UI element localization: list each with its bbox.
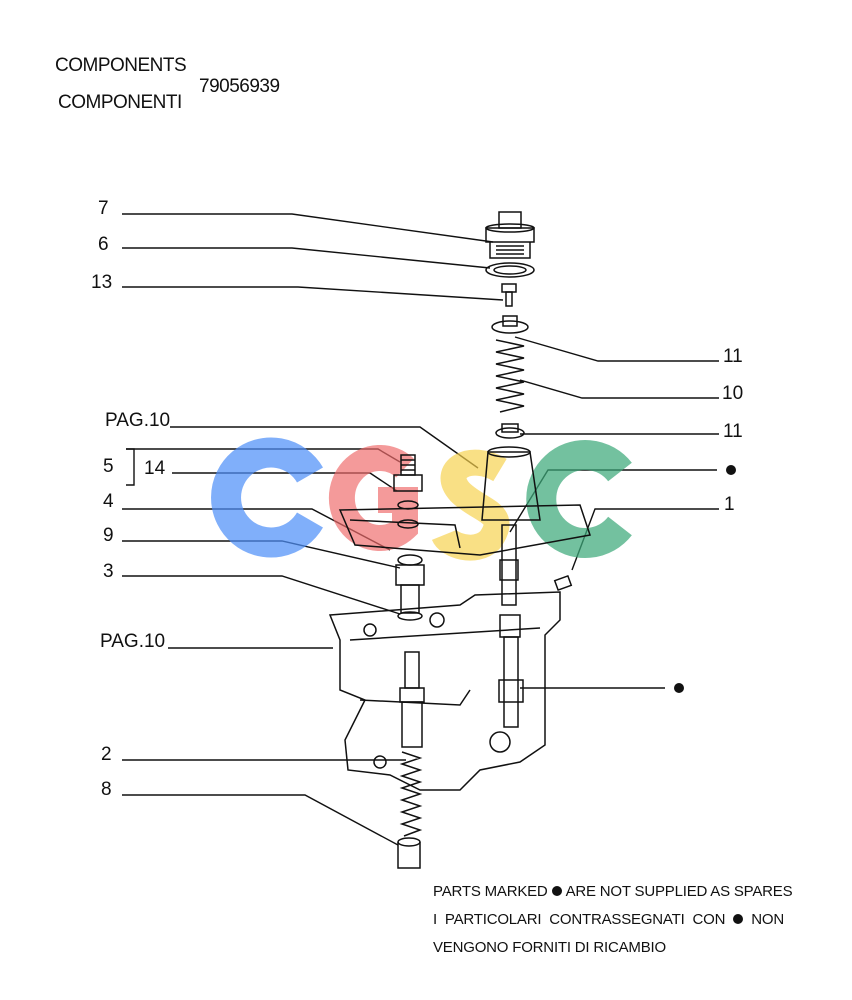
part-number: 79056939 <box>199 76 280 97</box>
callout-2: 2 <box>101 744 112 765</box>
bracket-5 <box>126 448 135 486</box>
part-4-seal <box>397 554 423 566</box>
title-italian: COMPONENTI <box>58 92 182 113</box>
callout-8: 8 <box>101 779 112 800</box>
callout-3: 3 <box>103 561 114 582</box>
part-9-valve <box>395 564 425 614</box>
plunger-assembly <box>498 524 524 728</box>
cover-plate <box>338 504 591 556</box>
bullet-marker-a <box>726 465 736 475</box>
leader-13 <box>122 286 504 301</box>
callout-pag10-upper: PAG.10 <box>105 410 171 431</box>
part-3-oring <box>397 611 423 621</box>
callout-14: 14 <box>144 458 166 479</box>
lower-plunger <box>399 651 425 748</box>
part-11-top-seat <box>491 320 529 334</box>
leader-8 <box>122 794 399 846</box>
leader-10 <box>519 379 719 399</box>
watermark-g <box>328 445 418 551</box>
leader-11a <box>514 336 719 362</box>
leader-3 <box>122 575 401 615</box>
leader-6 <box>122 247 491 269</box>
watermark-c2 <box>526 440 632 558</box>
pump-tower <box>481 451 541 521</box>
pump-body <box>328 591 561 791</box>
bullet-icon <box>733 914 744 925</box>
part-11-bottom-seat <box>495 427 525 439</box>
callout-4: 4 <box>103 491 114 512</box>
note-2-after: NON <box>751 911 784 928</box>
callout-7: 7 <box>98 198 109 219</box>
title-english: COMPONENTS <box>55 55 187 76</box>
part-1-pin <box>553 574 573 592</box>
note-line-3: VENGONO FORNITI DI RICAMBIO <box>433 939 666 956</box>
callout-11-bottom: 11 <box>723 421 743 442</box>
part-7-fitting <box>485 211 535 259</box>
leader-pag10a <box>170 426 479 469</box>
callout-6: 6 <box>98 234 109 255</box>
part-8-cup <box>397 837 421 869</box>
bullet-icon <box>551 886 562 897</box>
part-6-washer <box>485 262 535 278</box>
bullet-marker-b <box>674 683 684 693</box>
callout-9: 9 <box>103 525 114 546</box>
callout-10: 10 <box>722 383 744 404</box>
note-line-1: PARTS MARKED ARE NOT SUPPLIED AS SPARES <box>433 883 793 900</box>
part-14-washer <box>397 500 419 510</box>
part-5-fitting <box>393 454 423 492</box>
note-line-2: I PARTICOLARI CONTRASSEGNATI CON NON <box>433 911 784 928</box>
note-1-before: PARTS MARKED <box>433 883 548 900</box>
part-10-spring <box>495 339 525 413</box>
watermark-c1 <box>211 437 323 558</box>
part-13-pin <box>501 283 517 307</box>
callout-1: 1 <box>724 494 735 515</box>
callout-5: 5 <box>103 456 114 477</box>
callout-11-top: 11 <box>723 346 743 367</box>
callout-pag10-lower: PAG.10 <box>100 631 166 652</box>
part-2-spring <box>399 751 423 837</box>
watermark-s <box>431 449 510 561</box>
callout-13: 13 <box>91 272 113 293</box>
note-1-after: ARE NOT SUPPLIED AS SPARES <box>565 883 793 900</box>
leader-7 <box>122 213 494 243</box>
watermark-cgsc <box>211 437 632 561</box>
note-2-before: I PARTICOLARI CONTRASSEGNATI CON <box>433 911 726 928</box>
